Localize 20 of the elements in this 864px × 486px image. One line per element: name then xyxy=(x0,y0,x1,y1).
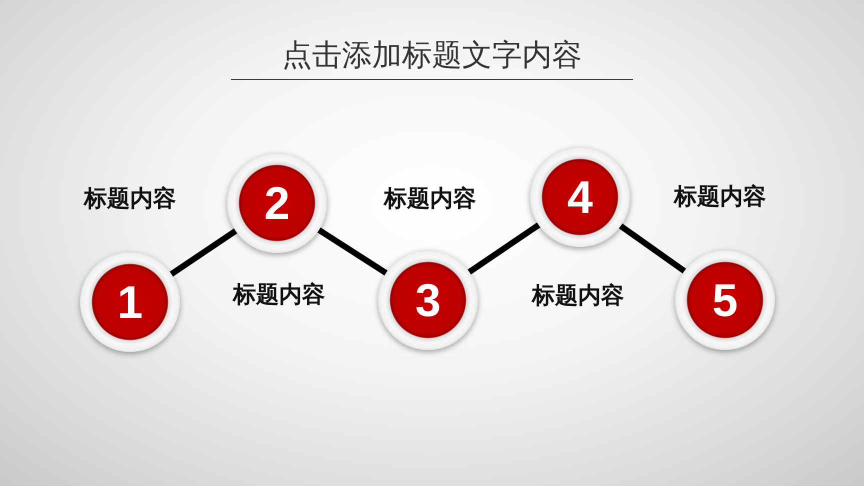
step-circle xyxy=(378,250,478,350)
connector-line xyxy=(618,222,687,274)
step-number: 5 xyxy=(712,277,738,323)
step-circle xyxy=(80,252,180,352)
connector-line xyxy=(168,228,238,278)
step-label: 标题内容 xyxy=(532,283,624,309)
step-label: 标题内容 xyxy=(384,186,476,212)
title: 点击添加标题文字内容 xyxy=(281,38,583,74)
connector-line xyxy=(466,222,542,275)
step-label: 标题内容 xyxy=(674,184,766,210)
step-number: 4 xyxy=(567,174,593,220)
step-circle xyxy=(530,147,630,247)
step-label: 标题内容 xyxy=(233,282,325,308)
step-number: 1 xyxy=(117,279,143,325)
step-number: 2 xyxy=(264,180,290,226)
step-number: 3 xyxy=(415,277,441,323)
step-label: 标题内容 xyxy=(84,186,176,212)
step-circle xyxy=(227,153,327,253)
connector-line xyxy=(316,226,388,276)
step-circle xyxy=(675,250,775,350)
